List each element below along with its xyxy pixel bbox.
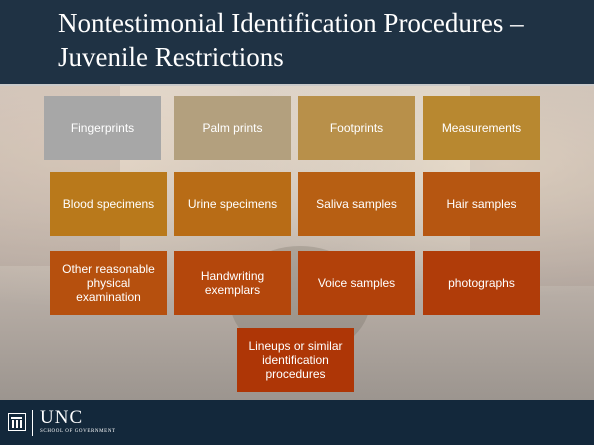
title-bar: Nontestimonial Identification Procedures… — [0, 0, 594, 86]
tile-label: Voice samples — [317, 276, 396, 290]
tile-handwriting-exemplars[interactable]: Handwriting exemplars — [174, 251, 291, 315]
tile-photographs[interactable]: photographs — [423, 251, 540, 315]
tile-other-physical-examination[interactable]: Other reasonable physical examination — [50, 251, 167, 315]
tile-voice-samples[interactable]: Voice samples — [298, 251, 415, 315]
tile-urine-specimens[interactable]: Urine specimens — [174, 172, 291, 236]
tile-palm-prints[interactable]: Palm prints — [174, 96, 291, 160]
tile-label: Hair samples — [446, 197, 517, 211]
tile-hair-samples[interactable]: Hair samples — [423, 172, 540, 236]
old-well-icon — [8, 413, 26, 431]
tile-label: Lineups or similar identification proced… — [248, 339, 343, 381]
logo-subtext: SCHOOL OF GOVERNMENT — [40, 429, 116, 434]
tile-label: Urine specimens — [187, 197, 278, 211]
tile-saliva-samples[interactable]: Saliva samples — [298, 172, 415, 236]
tile-label: Blood specimens — [62, 197, 155, 211]
tile-label: Footprints — [329, 121, 384, 135]
tile-label: Handwriting exemplars — [200, 269, 265, 297]
logo-divider — [32, 410, 33, 436]
background-photo: Fingerprints Palm prints Footprints Meas… — [0, 86, 594, 400]
logo-text: UNC — [40, 407, 84, 428]
footer: UNC SCHOOL OF GOVERNMENT — [0, 400, 594, 445]
tile-measurements[interactable]: Measurements — [423, 96, 540, 160]
slide-title: Nontestimonial Identification Procedures… — [58, 8, 524, 72]
tile-label: Saliva samples — [316, 197, 397, 211]
tile-label: Palm prints — [202, 121, 263, 135]
tile-footprints[interactable]: Footprints — [298, 96, 415, 160]
tile-label: Other reasonable physical examination — [62, 262, 155, 304]
tile-label: photographs — [448, 276, 515, 290]
tile-fingerprints[interactable]: Fingerprints — [44, 96, 161, 160]
tile-lineups[interactable]: Lineups or similar identification proced… — [237, 328, 354, 392]
tile-label: Measurements — [441, 121, 522, 135]
tile-label: Fingerprints — [70, 121, 135, 135]
tile-blood-specimens[interactable]: Blood specimens — [50, 172, 167, 236]
